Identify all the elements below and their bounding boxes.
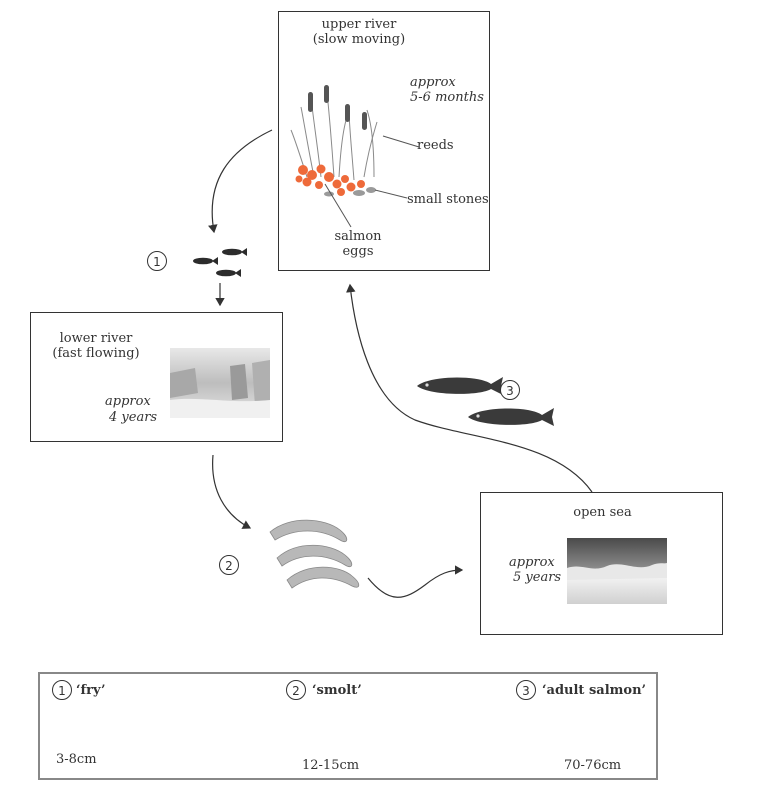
cattail-heads xyxy=(308,85,367,130)
arrow-smolt-to-sea xyxy=(367,565,464,598)
arrow-upper-to-fry xyxy=(208,129,273,234)
small-stones-label: small stones xyxy=(407,192,489,207)
stage-2-marker: 2 xyxy=(219,555,239,575)
legend-smolt-number: 2 xyxy=(286,680,306,700)
upper-river-title: upper river xyxy=(321,17,397,32)
stage-1-marker: 1 xyxy=(147,251,167,271)
fry-group xyxy=(193,248,247,277)
open-sea-box: open sea approx 5 years xyxy=(480,492,723,635)
arrow-sea-to-upper xyxy=(346,283,593,493)
lower-river-title: lower river xyxy=(59,331,133,346)
waterfall-photo xyxy=(170,348,270,418)
smolt-group xyxy=(269,519,360,589)
open-sea-duration-approx: approx xyxy=(509,555,555,570)
legend-box: 1 ‘fry’ 3-8cm 2 ‘smolt’ 12-15cm 3 ‘adult… xyxy=(38,672,658,780)
reeds-and-eggs-illustration xyxy=(290,85,420,228)
reeds-label: reeds xyxy=(417,138,454,153)
lower-river-duration-approx: approx xyxy=(105,394,151,409)
ocean-waves-photo xyxy=(567,538,667,604)
lower-river-duration-value: 4 years xyxy=(109,410,158,425)
upper-river-subtitle: (slow moving) xyxy=(312,32,406,47)
legend-fry-label: ‘fry’ xyxy=(76,683,106,698)
salmon-eggs-label-line2: eggs xyxy=(342,244,374,259)
upper-river-duration-value: 5-6 months xyxy=(410,90,484,105)
legend-smolt-label: ‘smolt’ xyxy=(312,683,362,698)
stones-pointer xyxy=(374,189,408,199)
salmon-eggs-label-line1: salmon xyxy=(334,229,382,244)
arrow-lower-to-smolt xyxy=(212,454,252,529)
stage-3-marker: 3 xyxy=(500,380,520,400)
legend-smolt-size: 12-15cm xyxy=(302,758,360,773)
legend-adult-number: 3 xyxy=(516,680,536,700)
adult-salmon-group xyxy=(417,377,554,426)
legend-adult-label: ‘adult salmon’ xyxy=(542,683,647,698)
legend-fry-number: 1 xyxy=(52,680,72,700)
reeds-pointer xyxy=(382,135,420,148)
upper-river-box: upper river (slow moving) approx 5-6 mon… xyxy=(278,11,490,271)
eggs-pointer xyxy=(324,183,352,228)
lower-river-subtitle: (fast flowing) xyxy=(52,346,140,361)
legend-adult-size: 70-76cm xyxy=(564,758,622,773)
lower-river-box: lower river (fast flowing) approx 4 year… xyxy=(30,312,283,442)
upper-river-duration-approx: approx xyxy=(410,75,456,90)
open-sea-duration-value: 5 years xyxy=(513,570,562,585)
open-sea-title: open sea xyxy=(573,505,632,520)
legend-fry-size: 3-8cm xyxy=(56,752,97,767)
salmon-eggs-icon xyxy=(295,164,365,196)
